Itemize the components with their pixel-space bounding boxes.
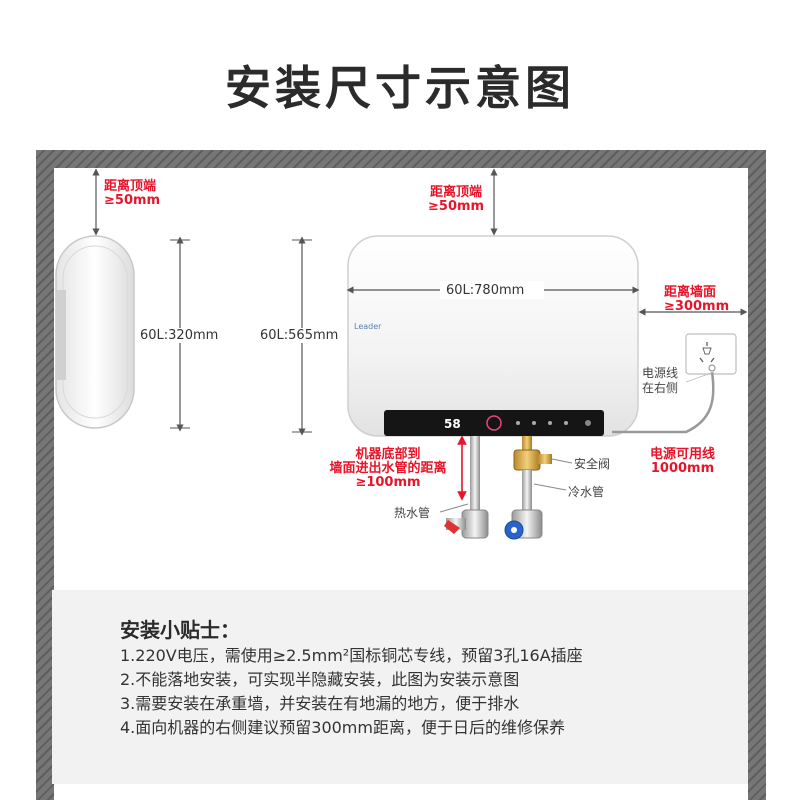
wall-left [36,150,54,800]
hot-water-pipe [444,436,489,539]
side-view-heater [55,235,135,429]
socket-note: 电源线 在右侧 [642,366,679,395]
page-title: 安装尺寸示意图 [225,61,575,115]
cold-water-pipe [504,436,552,540]
control-knob-icon [486,415,502,431]
height-label: 60L:565mm [260,328,339,343]
front-top-clearance-label: 距离顶端 ≥50mm [428,185,485,214]
side-top-clearance-label: 距离顶端 ≥50mm [104,179,161,208]
width-label: 60L:780mm [446,283,525,298]
display-readout: 58 [444,417,461,431]
power-cord [612,371,715,434]
power-socket [685,333,737,375]
tips-heading: 安装小贴士： [120,618,240,642]
tips-panel [52,590,748,784]
tip-item-1: 1.220V电压，需使用≥2.5mm²国标铜芯专线，预留3孔16A插座 [120,646,583,665]
tip-item-4: 4.面向机器的右侧建议预留300mm距离，便于日后的维修保养 [120,718,565,737]
hot-pipe-label: 热水管 [394,506,431,520]
cold-pipe-label: 冷水管 [568,485,605,499]
side-depth-label: 60L:320mm [140,328,219,343]
right-clearance-label: 距离墙面 ≥300mm [664,285,730,314]
bottom-clearance-label: 机器底部到 墙面进出水管的距离 ≥100mm [329,447,447,490]
brand-logo: Leader [354,322,382,331]
front-view-heater: 58 Leader [347,235,639,437]
power-cord-label: 电源可用线 1000mm [650,447,716,476]
tip-item-2: 2.不能落地安装，可实现半隐藏安装，此图为安装示意图 [120,670,520,689]
tip-item-3: 3.需要安装在承重墙，并安装在有地漏的地方，便于排水 [120,694,520,713]
wall-top [36,150,766,168]
wall-right [748,150,766,800]
safety-valve-label: 安全阀 [574,457,611,471]
control-panel [384,410,604,436]
